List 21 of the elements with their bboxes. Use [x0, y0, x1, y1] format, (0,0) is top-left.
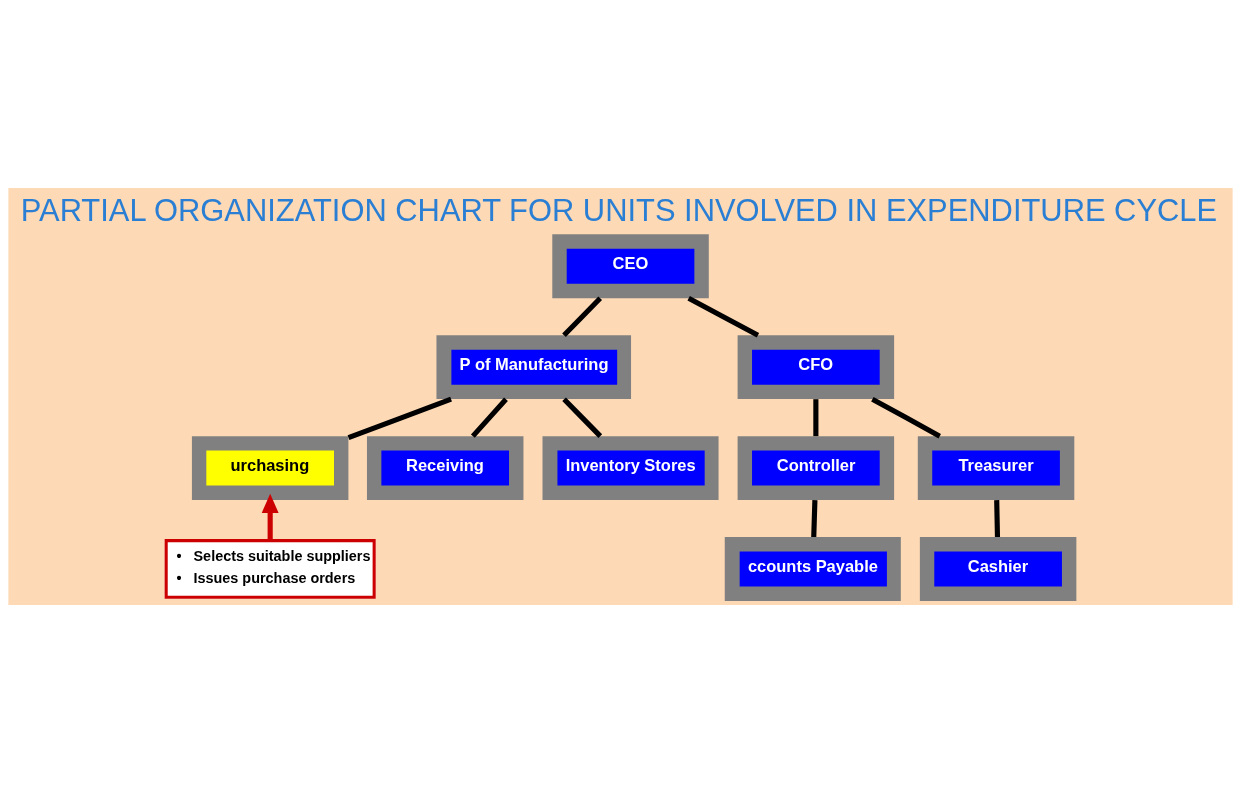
node-box: Receiving [366, 435, 524, 500]
connector [347, 396, 452, 440]
connector [811, 499, 818, 537]
connector [470, 396, 508, 438]
connector [994, 499, 1001, 537]
connector [687, 295, 760, 337]
connector [871, 396, 941, 438]
connector [813, 398, 819, 436]
node-box: Inventory Stores [542, 435, 719, 500]
node-box: Controller [737, 435, 895, 500]
node-box: CFO [737, 334, 895, 399]
diagram-title: PARTIAL ORGANIZATION CHART FOR UNITS INVOLVED IN EXPENDITURE CYCLE [20, 192, 1218, 228]
node-box: Treasurer [917, 435, 1075, 500]
connector [562, 396, 603, 438]
arrow [261, 493, 279, 539]
node-box: ccounts Payable [724, 536, 901, 601]
node-box: Cashier [919, 536, 1077, 601]
node-box: P of Manufacturing [436, 334, 632, 399]
connector [562, 296, 603, 337]
node-box: urchasing [191, 435, 349, 500]
node-box: CEO [552, 233, 709, 298]
